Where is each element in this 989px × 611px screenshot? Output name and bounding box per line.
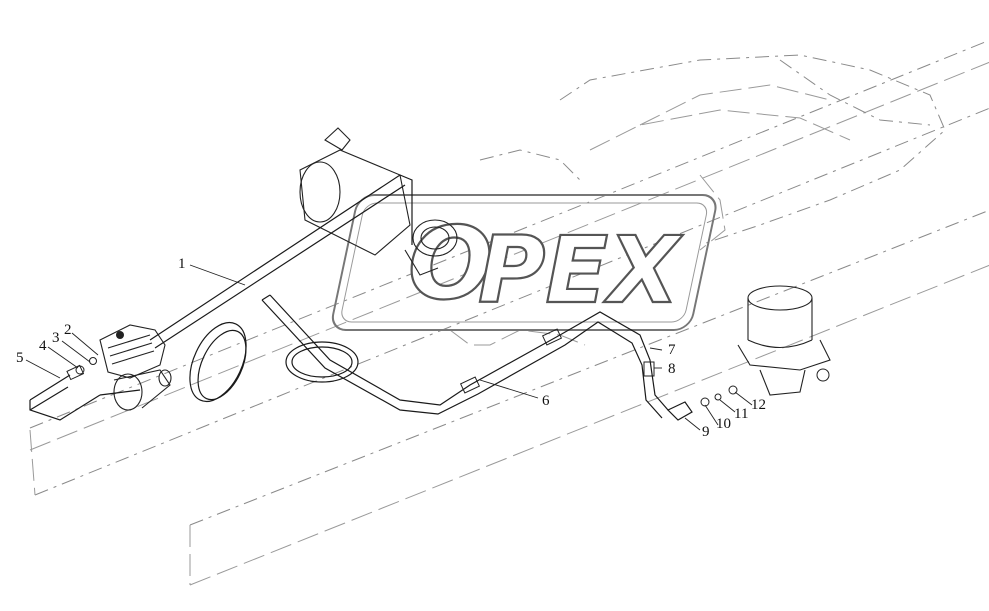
leader-lines: [25, 264, 753, 431]
callout-1: 1: [178, 256, 186, 272]
callout-9: 9: [702, 424, 710, 440]
callout-5: 5: [16, 350, 24, 366]
pipe-lines: [29, 174, 738, 421]
callout-12: 12: [751, 397, 766, 413]
callout-6: 6: [542, 393, 550, 409]
callout-10: 10: [716, 416, 731, 432]
callout-2: 2: [64, 322, 72, 338]
air-compressor: [99, 324, 172, 411]
watermark: O PEX: [331, 194, 717, 331]
callout-8: 8: [668, 361, 676, 377]
callout-11: 11: [734, 406, 748, 422]
frame-rails: [29, 39, 989, 586]
callout-labels: 1 2 3 4 5 6 7 8 9 10 11 12: [16, 256, 766, 440]
watermark-text: PEX: [478, 217, 683, 324]
callout-4: 4: [39, 338, 47, 354]
callout-3: 3: [52, 330, 60, 346]
callout-7: 7: [668, 342, 676, 358]
air-dryer: [737, 285, 831, 396]
air-tank: [299, 127, 458, 276]
